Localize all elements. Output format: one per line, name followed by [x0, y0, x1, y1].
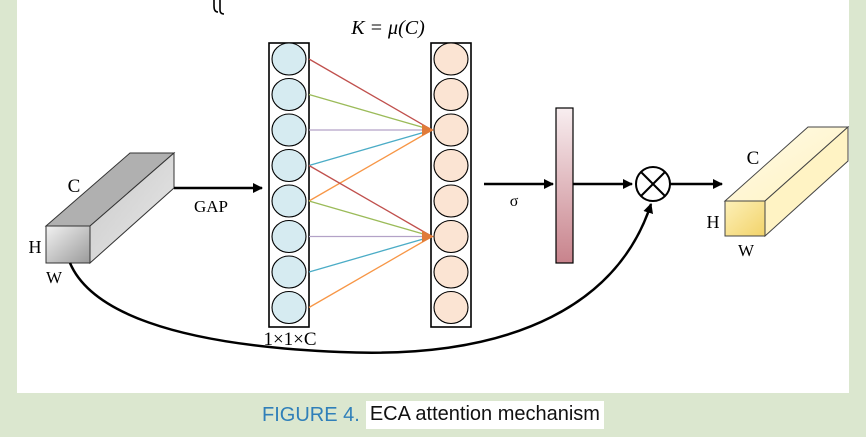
input-feature-map [44, 151, 176, 265]
channel-descriptor-vector [268, 42, 310, 328]
eca-diagram: K = μ(C) C H W GAP 1×1×C σ [29, 0, 850, 354]
caption-title: ECA attention mechanism [365, 401, 604, 429]
channel-weight-cell [433, 77, 469, 112]
conv1d-connection-line [308, 93, 433, 131]
channel-descriptor-cell [271, 184, 307, 218]
channel-descriptor-cell [271, 290, 307, 325]
conv1d-arrowhead [422, 230, 434, 243]
channel-descriptor-cell [271, 148, 307, 183]
conv1d-connection-line [308, 129, 433, 202]
skip-connection-arrow [68, 203, 653, 354]
channel-descriptor-cell [271, 42, 307, 76]
channel-weight-vector [430, 42, 472, 328]
conv1d-connection-line [308, 129, 433, 167]
figure-caption: FIGURE 4 . ECA attention mechanism [0, 393, 866, 437]
channel-weight-cell [433, 290, 469, 325]
conv1d-connections [308, 58, 434, 309]
channel-weight-cell [433, 42, 469, 76]
output-channels-label: C [747, 148, 760, 169]
conv1d-connection-line [308, 235, 433, 273]
input-width-label: W [46, 268, 63, 287]
input-channels-label: C [68, 176, 81, 197]
attention-weight-bar [555, 107, 574, 264]
clipped-top-text [213, 0, 225, 15]
caption-separator: . [354, 403, 360, 426]
conv1d-arrowhead [422, 124, 434, 136]
channel-descriptor-cell [271, 77, 307, 112]
output-height-label: H [707, 212, 720, 232]
conv1d-connection-line [308, 164, 433, 238]
channel-weight-cell [433, 148, 469, 183]
multiply-operator-icon [635, 166, 671, 202]
channel-descriptor-cell [271, 255, 307, 289]
gap-label: GAP [194, 197, 228, 216]
conv1d-connection-line [308, 235, 433, 309]
conv1d-connection-line [308, 58, 433, 131]
channel-weight-cell [433, 184, 469, 218]
channel-weight-cell [433, 219, 469, 254]
channel-weight-cell [433, 113, 469, 147]
caption-figure-number: FIGURE 4 [262, 403, 355, 426]
output-width-label: W [738, 241, 755, 260]
channel-weight-cell [433, 255, 469, 289]
channel-descriptor-cell [271, 219, 307, 254]
kernel-size-label: K = μ(C) [350, 17, 425, 39]
sigma-label: σ [510, 193, 519, 210]
channel-descriptor-cell [271, 113, 307, 147]
conv1d-connection-line [308, 200, 433, 238]
output-feature-map [723, 125, 850, 238]
input-height-label: H [29, 237, 42, 257]
vector-shape-label: 1×1×C [263, 329, 316, 350]
